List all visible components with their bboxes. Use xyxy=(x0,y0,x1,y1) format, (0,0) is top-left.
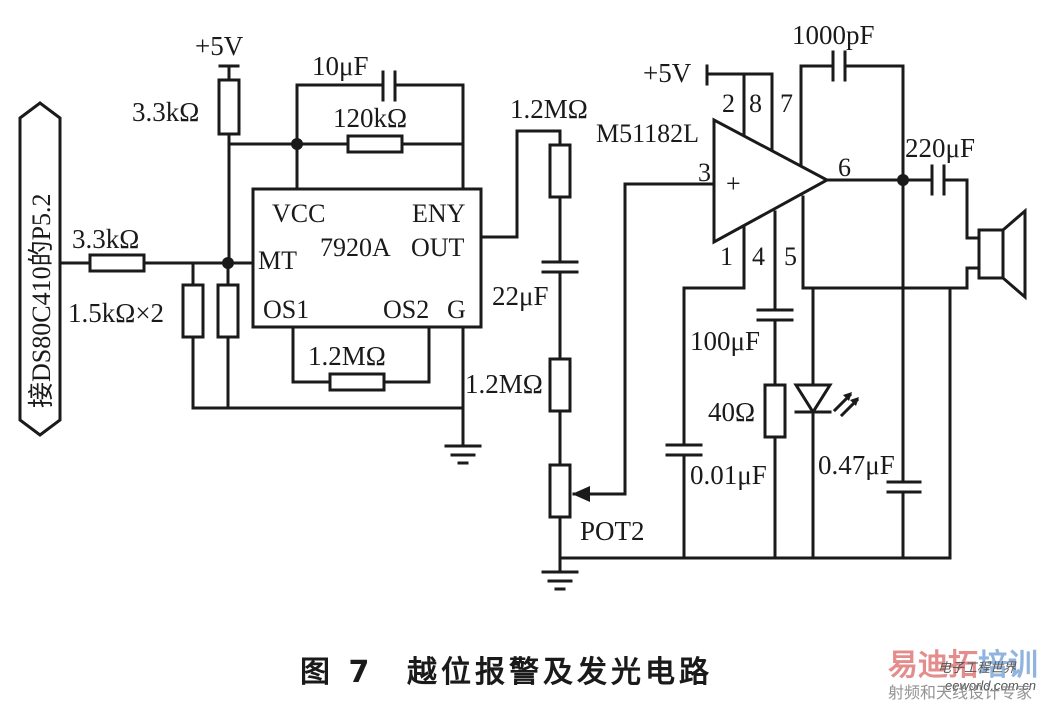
resistor-feedback-label: 120kΩ xyxy=(333,103,407,133)
watermark-logo: 易迪拓 培训 电子工程世界 eeworld.com.cn 射频和天线设计专家 xyxy=(888,648,1038,702)
led-icon xyxy=(793,383,860,418)
resistor-divider-label: 1.5kΩ×2 xyxy=(68,298,164,328)
resistor-led-label: 40Ω xyxy=(708,397,755,427)
cap-047-label: 0.47μF xyxy=(818,450,895,480)
wiper-arrow-icon xyxy=(572,486,590,502)
ic2-pin-4: 4 xyxy=(752,242,765,271)
watermark-sub: 射频和天线设计专家 xyxy=(888,683,1032,702)
ic1-pin-out: OUT xyxy=(411,233,465,262)
potentiometer-label: POT2 xyxy=(580,516,645,546)
ic2-pin-1: 1 xyxy=(720,242,733,271)
ic2-pin-7: 7 xyxy=(780,89,793,118)
figure-title: 越位报警及发光电路 xyxy=(407,655,713,690)
cap-comp-label: 1000pF xyxy=(792,20,875,50)
ic1-pin-os2: OS2 xyxy=(383,295,429,324)
figure-number: 图 7 xyxy=(300,655,373,690)
resistor-divider-2 xyxy=(216,283,240,339)
ic2-name: M51182L xyxy=(596,119,699,148)
ground-symbol-2 xyxy=(541,570,579,591)
cap-feedback-label: 10μF xyxy=(312,51,369,81)
connector-label: 接DS80C410的P5.2 xyxy=(27,193,56,408)
resistor-led xyxy=(763,383,787,439)
ic2-pin-5: 5 xyxy=(784,242,797,271)
ic1-name: 7920A xyxy=(320,233,391,262)
resistor-top-label: 1.2MΩ xyxy=(510,94,588,124)
ic2-plus: + xyxy=(726,169,741,198)
ic1-pin-vcc: VCC xyxy=(272,199,325,228)
cap-coupling-label: 22μF xyxy=(492,281,549,311)
resistor-top xyxy=(548,143,572,199)
potentiometer xyxy=(548,463,572,519)
watermark-brand-blue: 培训 xyxy=(978,648,1038,683)
resistor-pullup xyxy=(217,78,241,136)
ic2-pin-2: 2 xyxy=(722,89,735,118)
ic1-pin-g: G xyxy=(447,295,466,324)
watermark-site: eeworld.com.cn xyxy=(945,678,1036,693)
speaker-icon xyxy=(977,207,1027,301)
resistor-divider-1 xyxy=(181,283,205,339)
ic1-pin-eny: ENY xyxy=(412,199,466,228)
ic1-pin-os1: OS1 xyxy=(263,295,309,324)
watermark-site-name: 电子工程世界 xyxy=(938,660,1017,675)
resistor-bottom xyxy=(548,357,572,413)
ic2-pin-8: 8 xyxy=(749,89,762,118)
cap-pin1-label: 0.01μF xyxy=(690,460,767,490)
ic2-pin-3: 3 xyxy=(698,158,711,187)
ground-symbol-1 xyxy=(444,444,482,465)
connector-tag: 接DS80C410的P5.2 xyxy=(18,101,62,437)
ic-7920a xyxy=(251,187,483,329)
resistor-pullup-label: 3.3kΩ xyxy=(132,97,199,127)
resistor-os-label: 1.2MΩ xyxy=(308,341,386,371)
cap-bypass-label: 100μF xyxy=(690,326,760,356)
vcc-right-label: +5V xyxy=(643,58,692,88)
resistor-series xyxy=(88,253,146,273)
resistor-os xyxy=(328,372,386,392)
cap-out-label: 220μF xyxy=(905,133,975,163)
vcc-left-label: +5V xyxy=(195,31,244,61)
ic1-pin-mt: MT xyxy=(258,246,297,275)
resistor-series-label: 3.3kΩ xyxy=(72,224,139,254)
resistor-feedback xyxy=(346,134,404,154)
resistor-bottom-label: 1.2MΩ xyxy=(465,369,543,399)
watermark-brand-red: 易迪拓 xyxy=(888,648,978,683)
ic2-pin-6: 6 xyxy=(838,153,851,182)
